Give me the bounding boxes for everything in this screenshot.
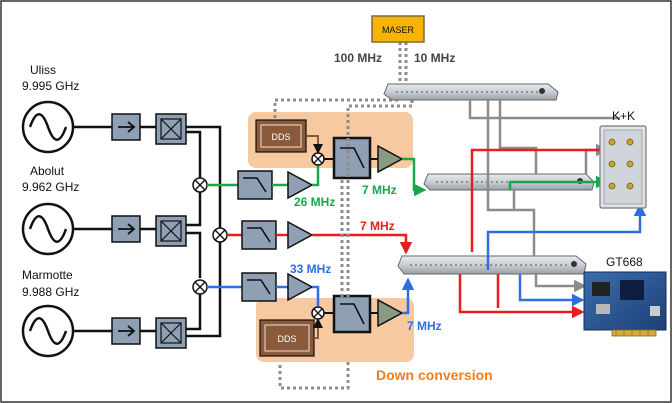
blue-wire-to-kk	[486, 203, 647, 270]
source-uliss: Uliss 9.995 GHz	[21, 63, 79, 154]
upper-amplifier	[377, 144, 404, 174]
upper-mixer	[311, 152, 325, 166]
source-output-lines	[73, 125, 156, 333]
lowpass-filter-red	[241, 220, 277, 250]
source-abolut-name: Abolut	[30, 164, 65, 178]
isolator-marmotte	[111, 317, 141, 345]
if-label-7mhz-blue: 7 MHz	[407, 319, 442, 333]
lower-dds: DDS	[259, 319, 315, 357]
isolator-uliss	[111, 113, 141, 141]
source-abolut: Abolut 9.962 GHz	[21, 164, 79, 256]
distribution-chassis-top	[383, 83, 559, 101]
source-uliss-freq: 9.995 GHz	[22, 79, 79, 93]
green-wire-to-kk	[508, 175, 609, 190]
red-wire-to-gt668	[458, 274, 585, 319]
dds-label: DDS	[271, 132, 290, 142]
sine-wave-icon	[28, 215, 68, 243]
lower-amplifier	[377, 298, 404, 328]
dds-label: DDS	[277, 334, 296, 344]
upper-lowpass-filter	[332, 136, 372, 180]
mixer-1	[192, 177, 208, 193]
if-label-7mhz-green: 7 MHz	[362, 183, 397, 197]
mixer-2	[212, 227, 228, 243]
mixer-3	[192, 279, 208, 295]
blue-if-to-lower-mixer	[312, 285, 320, 306]
green-if-to-upper-mixer	[312, 165, 320, 187]
ref-label-10mhz: 10 MHz	[414, 51, 455, 65]
ref-label-100mhz: 100 MHz	[334, 51, 382, 65]
red-if-output-line	[312, 233, 413, 255]
sine-wave-icon	[28, 317, 68, 345]
blue-if-output-line	[401, 277, 415, 315]
source-marmotte: Marmotte 9.988 GHz	[21, 268, 79, 358]
sine-wave-icon	[28, 113, 68, 141]
section-label-down-conversion: Down conversion	[376, 367, 493, 383]
source-abolut-freq: 9.962 GHz	[22, 180, 79, 194]
source-uliss-name: Uliss	[30, 63, 56, 77]
if-label-7mhz-red: 7 MHz	[360, 219, 395, 233]
isolator-abolut	[111, 215, 141, 243]
gt668-label: GT668	[606, 255, 643, 269]
if-label-26mhz: 26 MHz	[294, 195, 335, 209]
amplifier-green	[287, 170, 314, 200]
source-marmotte-name: Marmotte	[22, 268, 73, 282]
splitter-wiring	[186, 125, 222, 338]
source-marmotte-freq: 9.988 GHz	[22, 285, 79, 299]
maser-label: MASER	[382, 25, 415, 35]
reference-dotted-lines	[273, 42, 414, 390]
if-label-33mhz: 33 MHz	[290, 262, 331, 276]
gt668-card	[583, 271, 667, 337]
green-if-output-line	[402, 157, 427, 197]
lowpass-filter-blue	[241, 272, 277, 302]
kk-label: K+K	[612, 109, 635, 123]
upper-dds: DDS	[255, 119, 307, 153]
distribution-chassis-lower	[397, 255, 587, 275]
lower-mixer	[311, 306, 325, 320]
blue-wire-to-gt668	[518, 274, 585, 307]
maser-box: MASER	[371, 15, 425, 43]
amplifier-blue	[287, 272, 314, 302]
splitter-abolut	[155, 215, 187, 247]
lowpass-filter-green	[237, 170, 273, 200]
amplifier-red	[287, 220, 314, 250]
red-wire-to-kk	[470, 148, 619, 252]
splitter-marmotte	[155, 317, 187, 349]
lower-lowpass-filter	[332, 294, 372, 334]
splitter-uliss	[155, 113, 187, 145]
kk-counter-device	[599, 125, 647, 209]
